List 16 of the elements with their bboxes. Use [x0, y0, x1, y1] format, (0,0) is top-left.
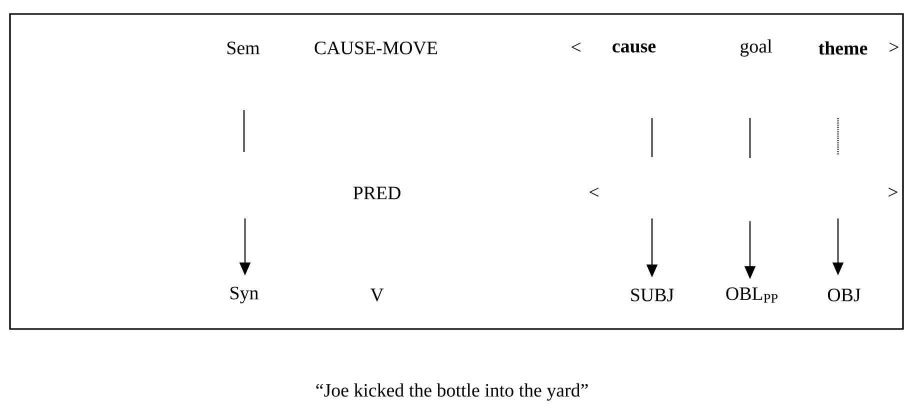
term: Sem	[227, 42, 260, 54]
term: theme	[818, 41, 868, 55]
bracket-symbol: >	[888, 188, 898, 197]
term: SUBJ	[631, 288, 674, 302]
bracket-symbol: <	[572, 42, 580, 52]
term: OBJ	[828, 288, 860, 302]
term: V	[370, 288, 384, 302]
term: Syn	[230, 286, 258, 304]
term: PRED	[353, 186, 400, 200]
term: cause	[612, 43, 656, 53]
bracket-symbol: <	[590, 188, 598, 197]
term: CAUSE-MOVE	[314, 42, 438, 54]
term: OBL$_{PP}$	[726, 287, 778, 303]
bracket-symbol: >	[890, 42, 898, 52]
term: goal	[740, 39, 772, 57]
caption: “Joe kicked the bottle into the yard”	[316, 383, 588, 401]
